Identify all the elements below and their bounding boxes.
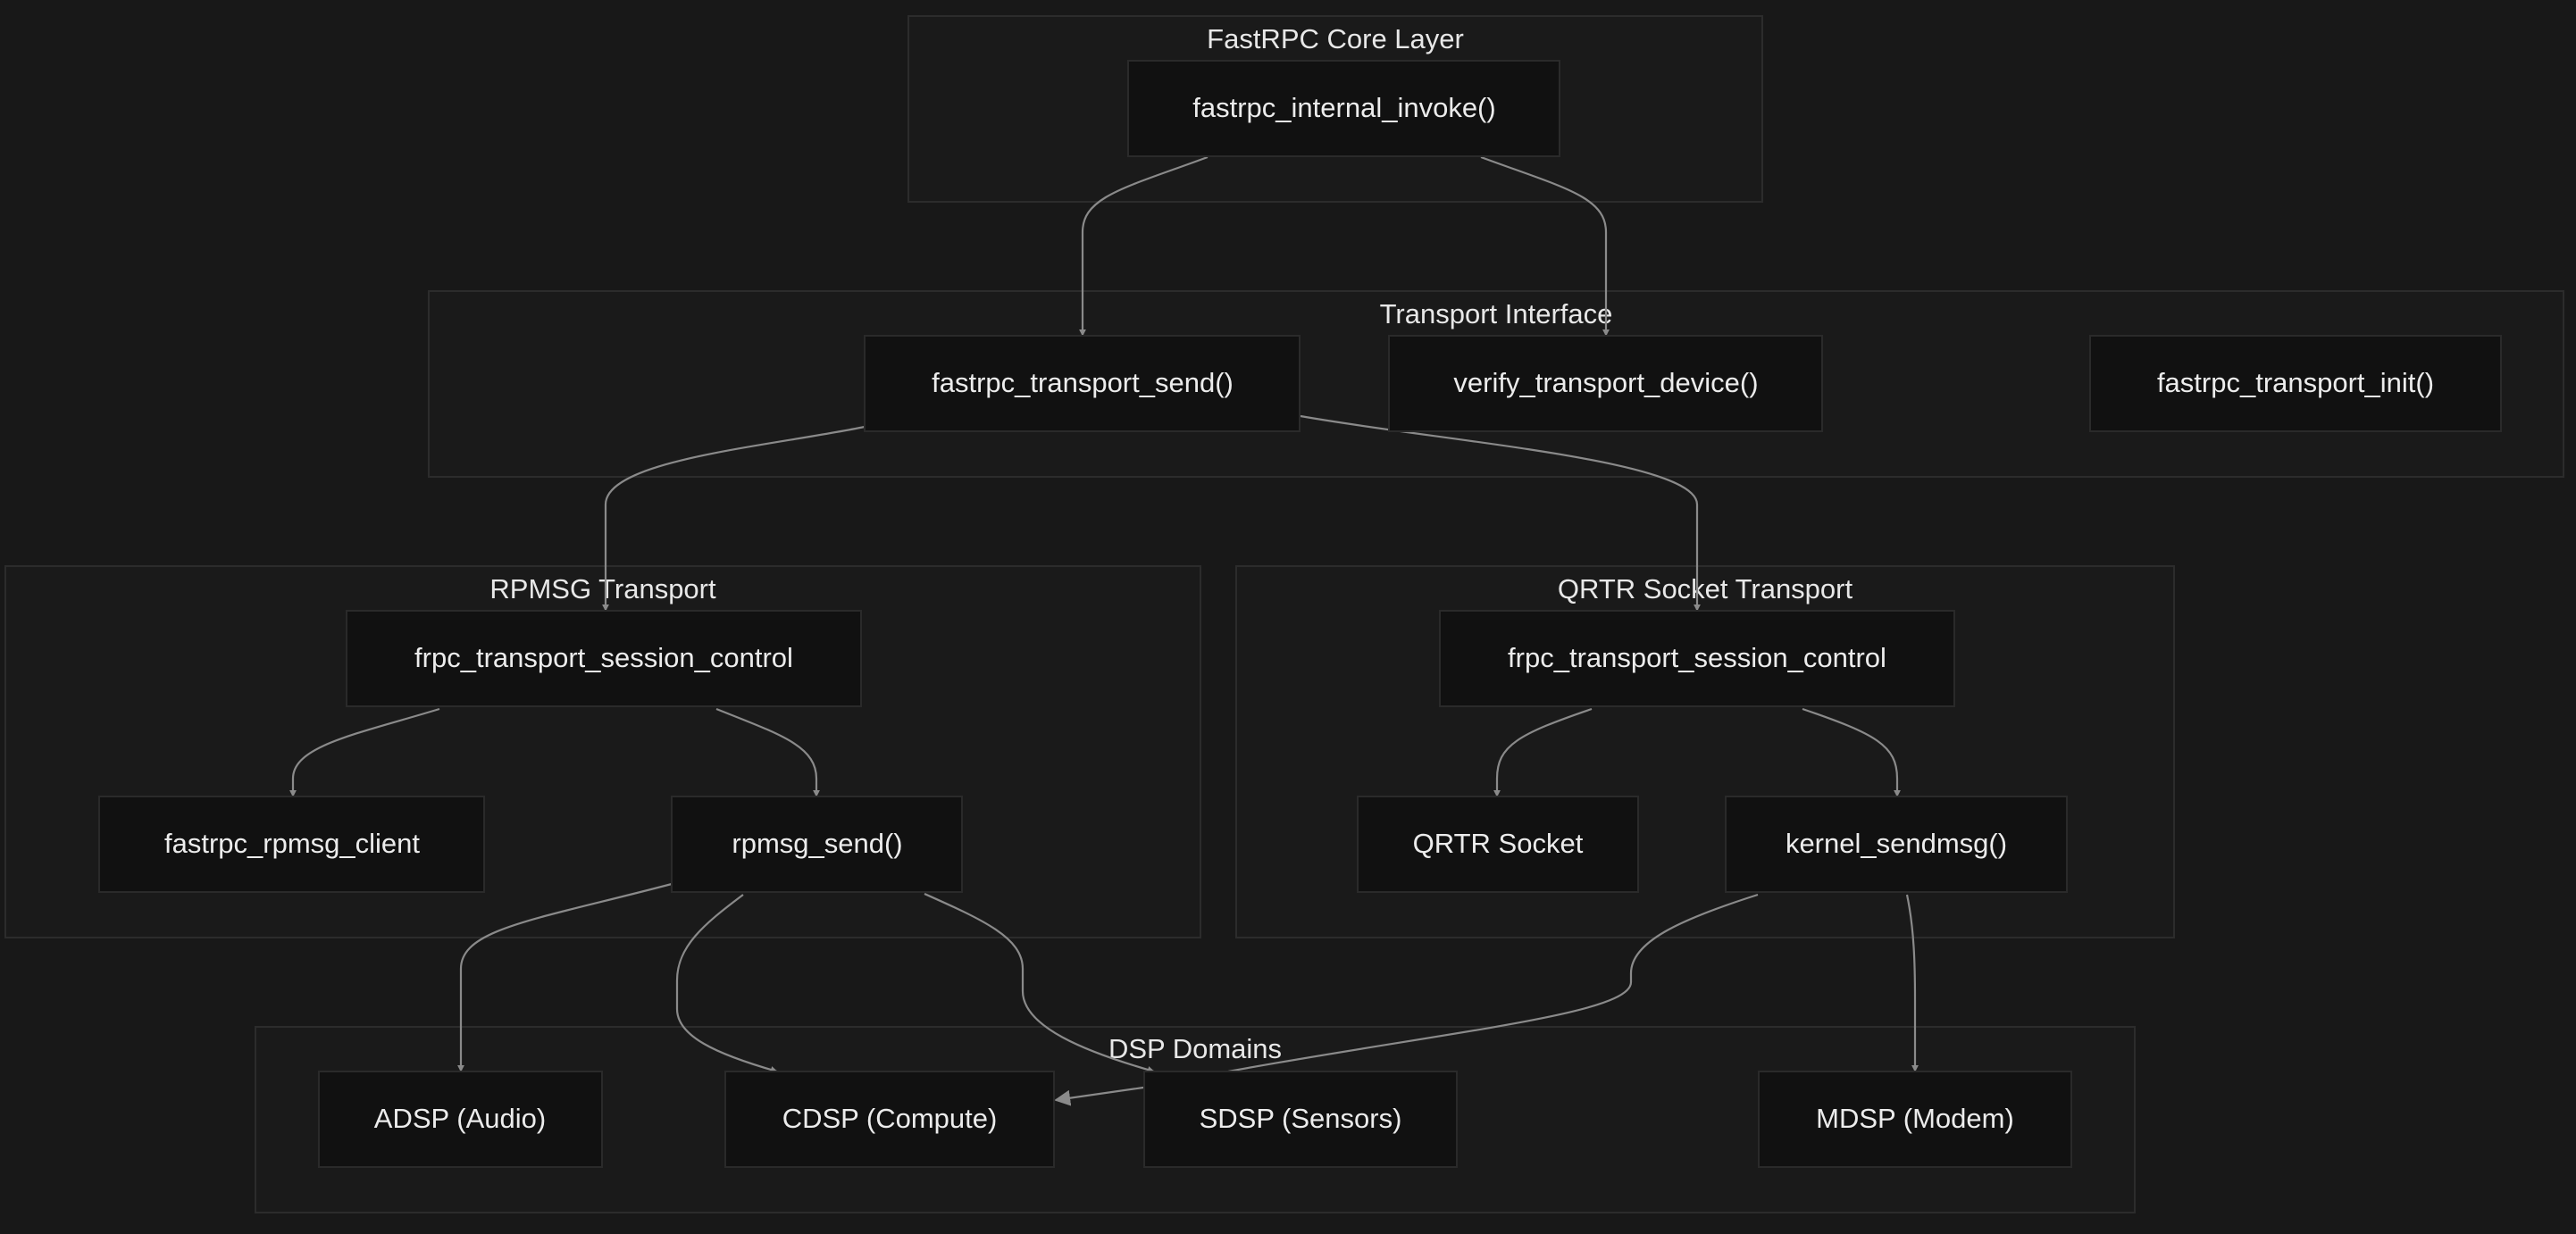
edge-qrtr-session-control-to-kernel-sendmsg xyxy=(1802,707,1901,797)
node-qrtr-session-control[interactable]: frpc_transport_session_control xyxy=(1439,610,1955,707)
node-qrtr-socket[interactable]: QRTR Socket xyxy=(1357,796,1639,893)
node-verify-transport-device-label: verify_transport_device() xyxy=(1453,367,1758,398)
cluster-rpmsg-transport-label: RPMSG Transport xyxy=(489,573,716,604)
node-rpmsg-session-control-label: frpc_transport_session_control xyxy=(414,642,793,673)
cluster-dsp-domains-label: DSP Domains xyxy=(1108,1033,1282,1064)
node-fastrpc-transport-init[interactable]: fastrpc_transport_init() xyxy=(2089,335,2502,432)
edge-internal-invoke-to-transport-send xyxy=(1079,155,1209,337)
node-fastrpc-transport-send-label: fastrpc_transport_send() xyxy=(932,367,1234,398)
node-cdsp-compute[interactable]: CDSP (Compute) xyxy=(724,1071,1055,1168)
edge-internal-invoke-to-verify-transport-device xyxy=(1480,155,1610,337)
node-adsp-audio-label: ADSP (Audio) xyxy=(374,1103,546,1134)
node-fastrpc-rpmsg-client-label: fastrpc_rpmsg_client xyxy=(164,828,420,859)
node-mdsp-modem-label: MDSP (Modem) xyxy=(1816,1103,2014,1134)
edge-rpmsg-send-to-sdsp xyxy=(924,892,1155,1073)
cluster-qrtr-socket-transport-label: QRTR Socket Transport xyxy=(1558,573,1853,604)
node-sdsp-sensors[interactable]: SDSP (Sensors) xyxy=(1143,1071,1458,1168)
cluster-fastrpc-core-layer: FastRPC Core Layer xyxy=(907,15,1763,203)
edge-rpmsg-session-control-to-rpmsg-send xyxy=(715,707,820,797)
node-fastrpc-transport-send[interactable]: fastrpc_transport_send() xyxy=(864,335,1301,432)
node-sdsp-sensors-label: SDSP (Sensors) xyxy=(1200,1103,1402,1134)
node-fastrpc-transport-init-label: fastrpc_transport_init() xyxy=(2157,367,2434,398)
edges xyxy=(289,155,1919,1106)
edge-kernel-sendmsg-to-mdsp xyxy=(1905,894,1919,1072)
node-cdsp-compute-label: CDSP (Compute) xyxy=(782,1103,998,1134)
node-rpmsg-send-label: rpmsg_send() xyxy=(732,828,902,859)
edge-rpmsg-send-to-cdsp xyxy=(675,894,778,1073)
node-fastrpc-internal-invoke-label: fastrpc_internal_invoke() xyxy=(1192,92,1495,123)
edge-rpmsg-send-to-adsp xyxy=(457,882,673,1072)
node-adsp-audio[interactable]: ADSP (Audio) xyxy=(318,1071,603,1168)
node-mdsp-modem[interactable]: MDSP (Modem) xyxy=(1758,1071,2072,1168)
node-fastrpc-internal-invoke[interactable]: fastrpc_internal_invoke() xyxy=(1127,60,1560,157)
cluster-fastrpc-core-layer-label: FastRPC Core Layer xyxy=(1207,23,1464,54)
node-rpmsg-send[interactable]: rpmsg_send() xyxy=(671,796,963,893)
node-kernel-sendmsg[interactable]: kernel_sendmsg() xyxy=(1725,796,2068,893)
edge-rpmsg-session-control-to-rpmsg-client xyxy=(289,707,440,797)
node-qrtr-socket-label: QRTR Socket xyxy=(1413,828,1584,859)
edge-transport-send-to-qrtr-session-control xyxy=(1300,414,1701,612)
cluster-transport-interface-label: Transport Interface xyxy=(1380,298,1613,329)
node-fastrpc-rpmsg-client[interactable]: fastrpc_rpmsg_client xyxy=(98,796,485,893)
edge-transport-send-to-rpmsg-session-control xyxy=(602,425,866,612)
node-qrtr-session-control-label: frpc_transport_session_control xyxy=(1508,642,1886,673)
edge-kernel-sendmsg-to-cdsp xyxy=(1054,893,1759,1106)
node-verify-transport-device[interactable]: verify_transport_device() xyxy=(1388,335,1823,432)
node-rpmsg-session-control[interactable]: frpc_transport_session_control xyxy=(346,610,862,707)
node-kernel-sendmsg-label: kernel_sendmsg() xyxy=(1786,828,2007,859)
edge-qrtr-session-control-to-qrtr-socket xyxy=(1493,707,1593,797)
